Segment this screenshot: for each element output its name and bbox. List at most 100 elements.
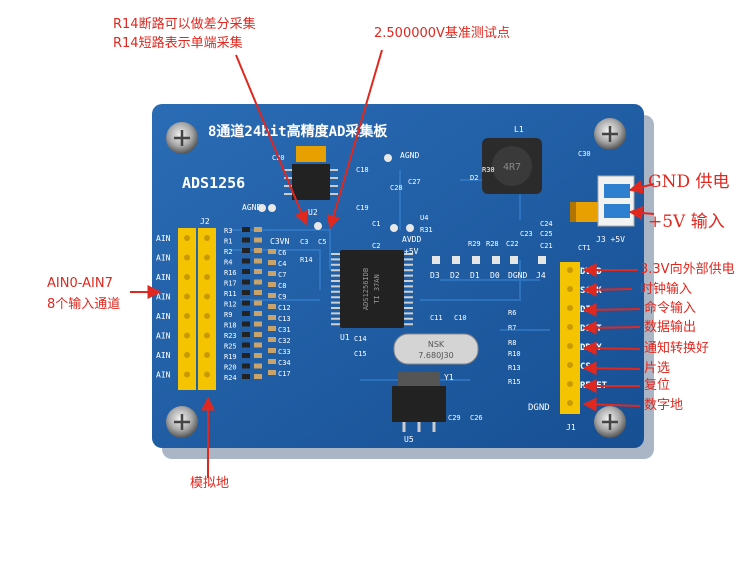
- svg-text:C29: C29: [448, 414, 461, 422]
- svg-text:C19: C19: [356, 204, 369, 212]
- svg-text:C2: C2: [372, 242, 380, 250]
- svg-text:D3: D3: [430, 271, 440, 280]
- svg-text:C12: C12: [278, 304, 291, 312]
- svg-text:R28: R28: [486, 240, 499, 248]
- svg-text:C28: C28: [390, 184, 403, 192]
- svg-text:ADS1256IDB: ADS1256IDB: [362, 268, 370, 310]
- svg-text:CT1: CT1: [578, 244, 591, 252]
- annotation-cs: 片选: [644, 361, 671, 376]
- power-connector: J3 +5V: [596, 175, 635, 244]
- svg-text:C1: C1: [372, 220, 380, 228]
- svg-text:C17: C17: [278, 370, 291, 378]
- board-title: 8通道24bit高精度AD采集板: [208, 123, 388, 140]
- svg-text:C22: C22: [506, 240, 519, 248]
- screw-top-left: [166, 122, 198, 154]
- svg-text:C33: C33: [278, 348, 291, 356]
- annotation-ain-range: AIN0-AIN7: [47, 276, 113, 291]
- svg-text:SCLK: SCLK: [580, 286, 602, 296]
- svg-text:C9: C9: [278, 293, 286, 301]
- svg-text:Y1: Y1: [444, 373, 454, 382]
- annotation-conv-done: 通知转换好: [644, 341, 710, 356]
- svg-text:R16: R16: [224, 269, 237, 277]
- svg-text:R12: R12: [224, 301, 237, 309]
- annotation-clock: 时钟输入: [640, 282, 693, 297]
- svg-text:AGND: AGND: [400, 151, 419, 160]
- svg-text:J4: J4: [536, 271, 546, 280]
- svg-text:R24: R24: [224, 374, 237, 382]
- svg-text:R31: R31: [420, 226, 433, 234]
- annotation-r14-open: R14断路可以做差分采集: [113, 17, 256, 32]
- annotation-3v3-out: 3.3V向外部供电: [640, 262, 735, 277]
- svg-text:C8: C8: [278, 282, 286, 290]
- svg-text:J1: J1: [566, 423, 576, 432]
- screw-bottom-left: [166, 406, 198, 438]
- annotation-5v-input: +5V 输入: [648, 212, 725, 232]
- svg-text:C3: C3: [300, 238, 308, 246]
- svg-text:C32: C32: [278, 337, 291, 345]
- svg-text:R3: R3: [224, 227, 232, 235]
- svg-text:D2: D2: [450, 271, 460, 280]
- svg-text:U4: U4: [420, 214, 428, 222]
- svg-text:R1: R1: [224, 238, 232, 246]
- svg-text:AIN: AIN: [156, 332, 171, 341]
- svg-text:R7: R7: [508, 324, 516, 332]
- svg-text:C18: C18: [356, 166, 369, 174]
- tantalum-c20: [296, 146, 326, 162]
- svg-text:R17: R17: [224, 280, 237, 288]
- svg-text:R10: R10: [508, 350, 521, 358]
- svg-text:U1: U1: [340, 333, 350, 342]
- svg-text:AIN: AIN: [156, 371, 171, 380]
- svg-text:7.680J30: 7.680J30: [418, 351, 453, 360]
- svg-text:AVDD: AVDD: [402, 235, 421, 244]
- svg-text:AIN: AIN: [156, 273, 171, 282]
- regulator: U5: [392, 372, 446, 444]
- svg-text:C14: C14: [354, 335, 367, 343]
- annotation-cmd: 命令输入: [644, 301, 697, 316]
- board-model: ADS1256: [182, 174, 245, 192]
- svg-text:R6: R6: [508, 309, 516, 317]
- svg-text:R2: R2: [224, 248, 232, 256]
- svg-text:AIN: AIN: [156, 351, 171, 360]
- svg-text:R13: R13: [508, 364, 521, 372]
- svg-text:U2: U2: [308, 208, 318, 217]
- svg-text:C30: C30: [578, 150, 591, 158]
- svg-text:R11: R11: [224, 290, 237, 298]
- svg-text:D2: D2: [470, 174, 478, 182]
- svg-text:C13: C13: [278, 315, 291, 323]
- annotation-vref-test: 2.500000V基准测试点: [374, 26, 510, 41]
- svg-text:J3 +5V: J3 +5V: [596, 235, 625, 244]
- svg-text:R4: R4: [224, 259, 232, 267]
- inductor: 4R7 L1: [482, 125, 542, 194]
- svg-text:R25: R25: [224, 343, 237, 351]
- svg-text:C11: C11: [430, 314, 443, 322]
- svg-text:NSK: NSK: [428, 340, 445, 349]
- svg-text:C6: C6: [278, 249, 286, 257]
- svg-text:R20: R20: [224, 364, 237, 372]
- tantalum-ct1: [570, 202, 598, 222]
- svg-text:C31: C31: [278, 326, 291, 334]
- annotation-analog-gnd: 模拟地: [190, 476, 230, 491]
- svg-text:J2: J2: [200, 217, 210, 226]
- svg-text:AIN: AIN: [156, 312, 171, 321]
- svg-text:C23: C23: [520, 230, 533, 238]
- svg-text:R23: R23: [224, 332, 237, 340]
- svg-text:R8: R8: [508, 339, 516, 347]
- svg-text:C27: C27: [408, 178, 421, 186]
- vref-chip: U2: [284, 164, 338, 217]
- svg-text:R9: R9: [224, 311, 232, 319]
- svg-text:AGND: AGND: [242, 203, 261, 212]
- svg-text:DVDD: DVDD: [580, 267, 602, 277]
- crystal: NSK 7.680J30 Y1: [393, 333, 479, 382]
- annotation-dgnd: 数字地: [644, 398, 684, 413]
- svg-text:DOUT: DOUT: [580, 324, 602, 334]
- svg-text:R15: R15: [508, 378, 521, 386]
- svg-text:D1: D1: [470, 271, 480, 280]
- annotation-data-out: 数据输出: [644, 320, 697, 335]
- adc-chip: ADS1256IDB TI 37AN U1: [331, 250, 413, 342]
- screw-bottom-right: [594, 406, 626, 438]
- svg-text:C25: C25: [540, 230, 553, 238]
- svg-text:C15: C15: [354, 350, 367, 358]
